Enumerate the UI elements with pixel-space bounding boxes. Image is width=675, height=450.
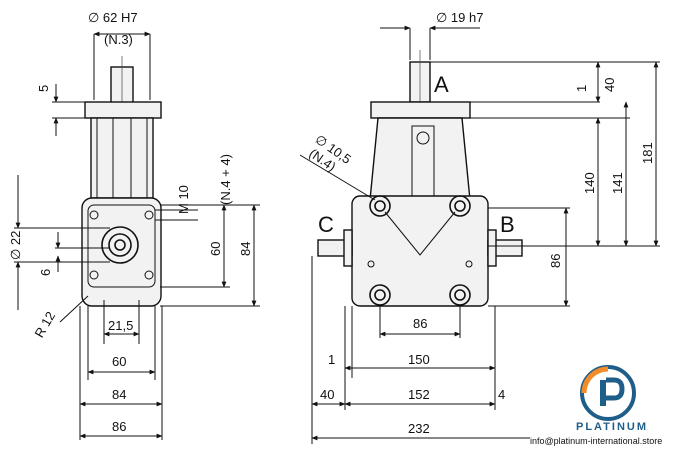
dim-40-vertical: 40: [602, 78, 617, 92]
dim-22: ∅ 22: [8, 231, 23, 260]
label-c: C: [318, 212, 334, 237]
dim-shaft-note: (N.3): [104, 32, 133, 47]
dim-40-horizontal: 40: [320, 387, 334, 402]
dim-152: 152: [408, 387, 430, 402]
right-front-view: [299, 25, 660, 444]
dim-1-top: 1: [574, 85, 589, 92]
dim-141: 141: [610, 172, 625, 194]
dim-60-vertical: 60: [208, 242, 223, 256]
dim-1-horizontal: 1: [328, 352, 335, 367]
dim-84-vertical: 84: [238, 242, 253, 256]
dim-84-horizontal: 84: [112, 387, 126, 402]
dim-86-horizontal: 86: [112, 419, 126, 434]
dim-60-horizontal: 60: [112, 354, 126, 369]
dim-shaft-dia: ∅ 62 H7: [88, 10, 138, 25]
brand-logo: PLATINUM: [576, 365, 648, 433]
dim-m10: M 10: [176, 185, 191, 214]
dim-19: ∅ 19 h7: [436, 10, 483, 25]
dim-140: 140: [582, 172, 597, 194]
dim-86-horizontal-right: 86: [413, 316, 427, 331]
left-side-view: [14, 31, 260, 440]
dim-150: 150: [408, 352, 430, 367]
dim-5: 5: [36, 85, 51, 92]
dim-21-5: 21,5: [108, 318, 133, 333]
dim-r12: R 12: [32, 309, 59, 340]
brand-name: PLATINUM: [576, 421, 648, 433]
dim-232: 232: [408, 421, 430, 436]
dim-86-vertical: 86: [548, 254, 563, 268]
dim-4: 4: [498, 387, 505, 402]
dim-m10-note: (N.4 + 4): [218, 154, 233, 205]
label-a: A: [434, 72, 449, 97]
brand-email: info@platinum-international.store: [530, 436, 662, 446]
label-b: B: [500, 212, 515, 237]
dim-6: 6: [38, 269, 53, 276]
dim-181: 181: [640, 142, 655, 164]
